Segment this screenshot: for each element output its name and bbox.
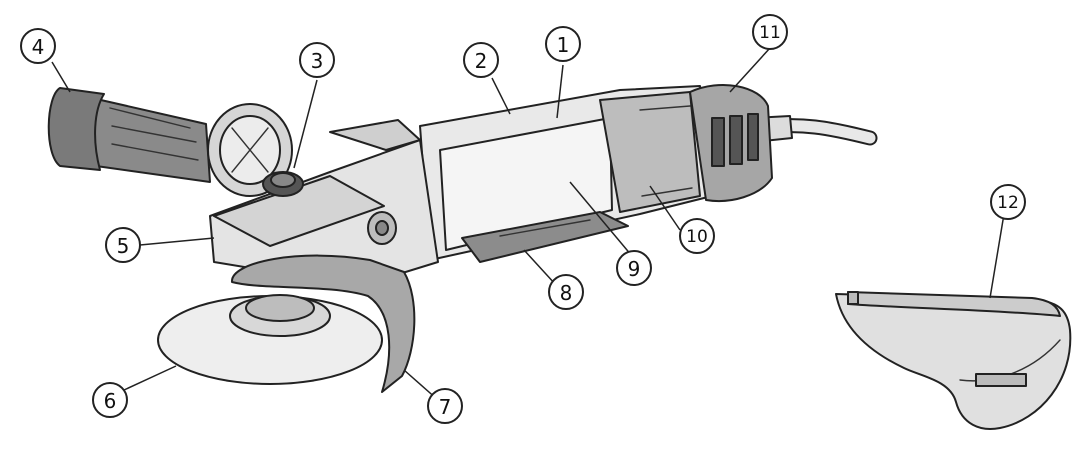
callout-2: 2	[463, 42, 499, 78]
svg-text:10: 10	[686, 227, 708, 247]
leader-8	[523, 249, 557, 286]
callout-3: 3	[299, 42, 335, 78]
callout-5: 5	[105, 227, 141, 263]
paddle-switch	[461, 211, 629, 263]
svg-text:7: 7	[439, 395, 452, 419]
leader-4	[51, 61, 71, 93]
leader-9	[569, 181, 633, 257]
callout-7: 7	[427, 388, 463, 424]
callout-8: 8	[548, 274, 584, 310]
leader-5	[139, 237, 215, 246]
svg-text:8: 8	[560, 281, 573, 305]
callout-1: 1	[545, 26, 581, 62]
leader-2	[491, 77, 511, 115]
grinding-wheel	[157, 294, 383, 385]
callout-4: 4	[20, 28, 56, 64]
callout-10: 10	[679, 218, 715, 254]
svg-text:11: 11	[759, 23, 781, 43]
svg-text:4: 4	[32, 35, 45, 59]
callout-6: 6	[92, 382, 128, 418]
callout-12: 12	[990, 184, 1026, 220]
svg-text:1: 1	[557, 33, 570, 57]
rear-cover	[689, 84, 773, 202]
spare-wheel-guard	[835, 291, 1072, 430]
leader-1	[556, 64, 564, 119]
gear-head	[209, 119, 439, 287]
svg-text:9: 9	[628, 257, 641, 281]
leader-12	[989, 213, 1005, 299]
leader-3	[293, 79, 318, 169]
svg-text:12: 12	[997, 193, 1019, 213]
leader-lines	[51, 47, 1005, 401]
spindle-flange	[207, 103, 293, 197]
svg-text:5: 5	[117, 234, 130, 258]
callout-9: 9	[616, 250, 652, 286]
svg-text:3: 3	[311, 49, 324, 73]
svg-text:6: 6	[104, 389, 117, 413]
leader-6	[123, 365, 177, 391]
side-handle	[47, 87, 211, 183]
leader-11	[729, 47, 771, 93]
wheel-guard	[230, 254, 416, 393]
callout-11: 11	[752, 14, 788, 50]
leader-10	[649, 185, 681, 231]
svg-text:2: 2	[475, 49, 488, 73]
